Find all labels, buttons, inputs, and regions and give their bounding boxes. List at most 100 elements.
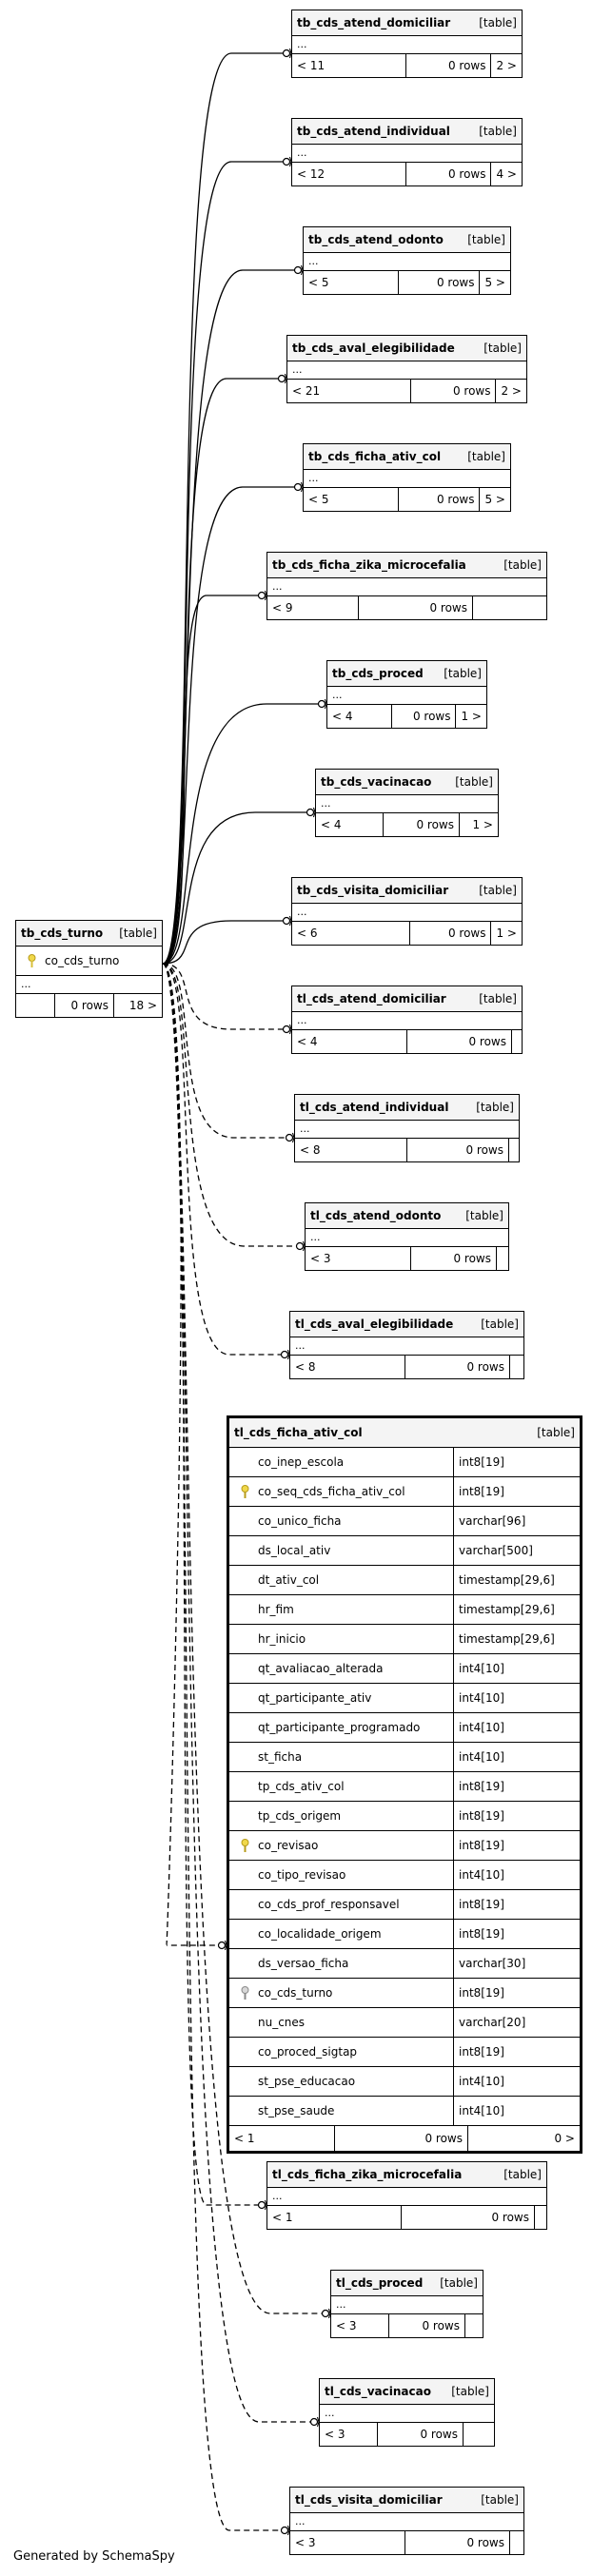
column-name: ds_versao_ficha <box>229 1949 454 1978</box>
row-count: 0 rows <box>358 596 472 619</box>
column-name: st_ficha <box>229 1743 454 1771</box>
parents-count: < 21 <box>292 384 321 398</box>
ellipsis-row: ... <box>304 253 510 271</box>
row-count: 0 rows <box>410 380 495 402</box>
row-count: 0 rows <box>377 2423 463 2446</box>
crowfoot-marker <box>280 1350 289 1359</box>
table-name: tl_cds_atend_odonto <box>310 1209 442 1222</box>
row-count: 0 rows <box>406 1030 511 1053</box>
ellipsis-row: ... <box>331 2296 483 2314</box>
relationship-edge-tb-cds-ficha-zika-microcefalia <box>162 595 259 965</box>
table-name: tb_cds_vacinacao <box>321 775 432 789</box>
ellipsis-row: ... <box>290 2513 523 2531</box>
table-type: [table] <box>479 884 517 897</box>
table-name: tl_cds_atend_domiciliar <box>297 992 446 1005</box>
focus-table-tl-cds-ficha-ativ-col[interactable]: tl_cds_ficha_ativ_col [table] co_inep_es… <box>227 1415 582 2154</box>
column-name-text: co_cds_turno <box>258 1986 333 2000</box>
parents-count: < 4 <box>332 710 353 723</box>
ellipsis-row: ... <box>304 470 510 488</box>
primary-key-icon <box>241 1839 249 1852</box>
table-name: tl_cds_ficha_zika_microcefalia <box>272 2168 463 2181</box>
column-name: hr_inicio <box>229 1625 454 1653</box>
column-type: timestamp[29,6] <box>459 1632 555 1646</box>
parents-count: < 8 <box>300 1143 321 1157</box>
children-count <box>463 2423 494 2446</box>
relationship-edge-tl-cds-ficha-ativ-col <box>162 963 219 1946</box>
children-count: 1 > <box>459 813 498 836</box>
table-header: tb_cds_proced[table] <box>327 661 486 687</box>
column-name: co_localidade_origem <box>229 1920 454 1948</box>
column-name: co_inep_escola <box>229 1448 454 1476</box>
column-type: timestamp[29,6] <box>459 1573 555 1587</box>
column-name-text: co_inep_escola <box>258 1455 345 1469</box>
children-count <box>496 1247 508 1270</box>
table-tb-cds-ficha-zika-microcefalia[interactable]: tb_cds_ficha_zika_microcefalia[table]...… <box>266 552 547 620</box>
table-name: tl_cds_aval_elegibilidade <box>295 1317 454 1331</box>
primary-key-icon <box>241 1485 249 1498</box>
column-name-text: qt_avaliacao_alterada <box>258 1662 384 1675</box>
children-count <box>472 596 546 619</box>
crowfoot-marker <box>280 2526 289 2535</box>
column-name-text: hr_inicio <box>258 1632 306 1646</box>
table-type: [table] <box>479 16 517 29</box>
relationship-edge-tl-cds-visita-domiciliar <box>162 963 282 2531</box>
row-count: 0 rows <box>388 2314 464 2337</box>
column-row[interactable]: hr_inicio timestamp[29,6] <box>229 1625 580 1654</box>
source-table-tb-cds-turno[interactable]: tb_cds_turno [table] co_cds_turno ... 0 … <box>15 920 163 1018</box>
parents-count: < 3 <box>295 2536 316 2549</box>
foreign-key-icon <box>241 1986 249 2000</box>
table-header: tb_cds_ficha_zika_microcefalia[table] <box>267 553 546 578</box>
table-header: tb_cds_atend_odonto[table] <box>304 227 510 253</box>
column-name-text: co_cds_turno <box>45 954 120 967</box>
crowfoot-marker <box>321 2309 330 2318</box>
table-header: tb_cds_ficha_ativ_col[table] <box>304 444 510 470</box>
column-name-text: st_pse_saude <box>258 2104 335 2117</box>
column-name-text: tp_cds_origem <box>258 1809 342 1823</box>
crowfoot-marker <box>295 1241 305 1251</box>
column-name: qt_participante_programado <box>229 1713 454 1742</box>
column-row[interactable]: co_cds_turno <box>16 946 162 976</box>
table-type: [table] <box>503 2168 542 2181</box>
table-tl-cds-ficha-zika-microcefalia[interactable]: tl_cds_ficha_zika_microcefalia[table]...… <box>266 2161 547 2230</box>
crowfoot-marker <box>282 1025 291 1034</box>
